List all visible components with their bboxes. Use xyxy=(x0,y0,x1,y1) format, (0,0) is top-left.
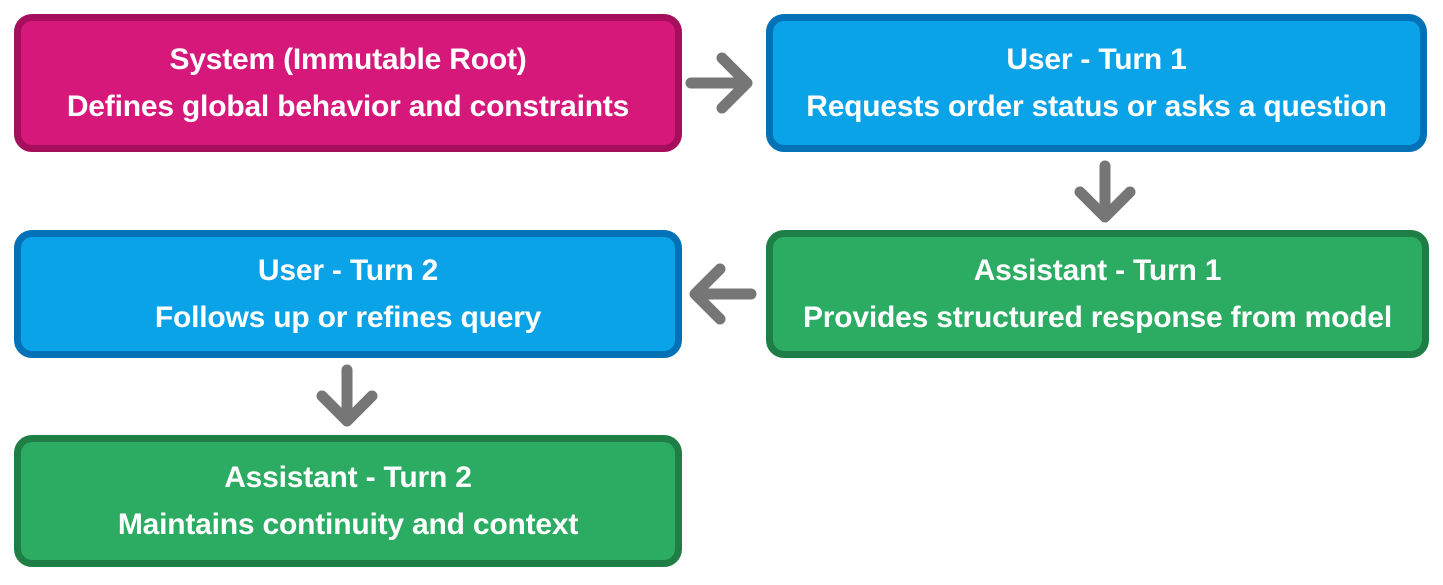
node-subtitle: Follows up or refines query xyxy=(154,300,542,334)
arrow-down-user-turn-1-to-assistant-turn-1-icon xyxy=(1067,160,1143,231)
arrow-right-system-to-user-turn-1-icon xyxy=(684,45,760,126)
node-title: Assistant - Turn 2 xyxy=(224,461,472,494)
node-assistant-turn-1: Assistant - Turn 1 Provides structured r… xyxy=(766,230,1429,358)
node-user-turn-1: User - Turn 1 Requests order status or a… xyxy=(766,14,1427,152)
node-title: User - Turn 2 xyxy=(257,254,439,287)
node-subtitle: Defines global behavior and constraints xyxy=(66,89,630,123)
arrow-down-user-turn-2-to-assistant-turn-2-icon xyxy=(309,364,385,435)
node-title: User - Turn 1 xyxy=(1006,43,1187,76)
node-user-turn-2: User - Turn 2 Follows up or refines quer… xyxy=(14,230,682,358)
node-subtitle: Maintains continuity and context xyxy=(117,507,579,541)
node-title: Assistant - Turn 1 xyxy=(973,254,1222,287)
node-subtitle: Provides structured response from model xyxy=(802,300,1393,334)
arrow-left-assistant-turn-1-to-user-turn-2-icon xyxy=(682,256,758,337)
node-system: System (Immutable Root) Defines global b… xyxy=(14,14,682,152)
node-assistant-turn-2: Assistant - Turn 2 Maintains continuity … xyxy=(14,435,682,567)
node-title: System (Immutable Root) xyxy=(169,43,527,76)
node-subtitle: Requests order status or asks a question xyxy=(806,89,1387,123)
